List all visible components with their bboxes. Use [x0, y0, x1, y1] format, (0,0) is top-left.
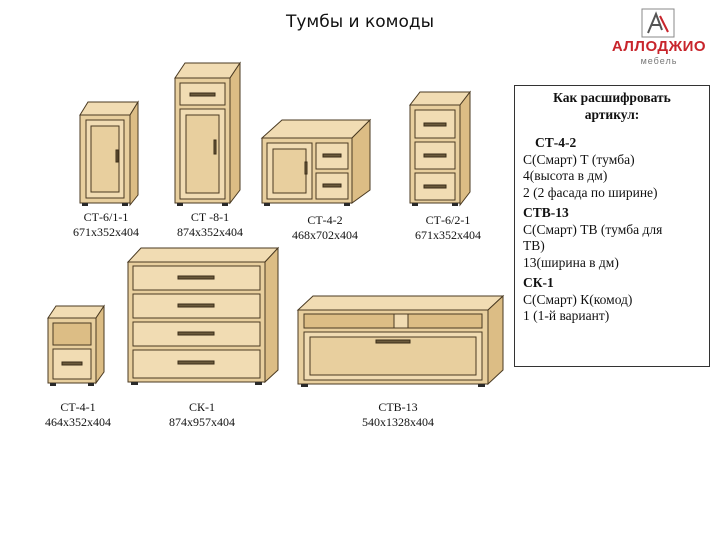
cabinet-st-8-1-icon	[174, 61, 241, 206]
product-name: СТВ-13	[378, 400, 418, 414]
product-caption: СК-1 874x957x404	[152, 400, 252, 430]
info-entry: СТВ-13 С(Смарт) ТВ (тумба для ТВ) 13(шир…	[515, 205, 709, 271]
product-size: 671x352x404	[73, 225, 139, 239]
product-caption: СТ -8-1 874x352x404	[160, 210, 260, 240]
cabinet-st-4-2-icon	[260, 118, 372, 206]
cabinet-st-4-1-icon	[47, 304, 105, 386]
product-size: 540x1328x404	[362, 415, 434, 429]
product-caption: СТ-6/1-1 671x352x404	[56, 210, 156, 240]
info-heading-line: артикул:	[584, 106, 640, 122]
product-caption: СТ-4-1 464x352x404	[28, 400, 128, 430]
brand-logo: АЛЛОДЖИО мебель	[598, 8, 718, 68]
info-entry: СТ-4-2 С(Смарт) Т (тумба) 4(высота в дм)…	[515, 135, 709, 201]
info-entry-code: СК-1	[523, 275, 554, 290]
product-caption: СТВ-13 540x1328x404	[348, 400, 448, 430]
page-title: Тумбы и комоды	[285, 12, 435, 32]
info-entry-line: С(Смарт) ТВ (тумба для	[523, 221, 663, 237]
article-decoding-box: Как расшифровать артикул: СТ-4-2 С(Смарт…	[514, 85, 710, 367]
logo-emblem-icon	[641, 8, 675, 38]
info-entry-line: 4(высота в дм)	[523, 168, 608, 183]
info-entry-line: 1 (1-й вариант)	[523, 308, 610, 323]
product-size: 874x957x404	[169, 415, 235, 429]
info-entry-line: С(Смарт) Т (тумба)	[523, 151, 635, 167]
logo-sub-text: мебель	[640, 56, 678, 66]
product-name: СТ-4-2	[307, 213, 343, 227]
product-name: СТ-6/2-1	[425, 213, 471, 227]
cabinet-st-6-2-1-icon	[408, 90, 472, 207]
product-name: СТ -8-1	[190, 210, 230, 224]
info-entry-line: 2 (2 фасада по ширине)	[523, 184, 658, 200]
product-size: 874x352x404	[177, 225, 243, 239]
product-name: СК-1	[188, 400, 215, 414]
info-heading: Как расшифровать артикул:	[515, 90, 709, 123]
product-name: СТ-4-1	[60, 400, 96, 414]
info-heading-line: Как расшифровать	[553, 90, 671, 105]
product-size: 464x352x404	[45, 415, 111, 429]
info-entry: СК-1 С(Смарт) К(комод) 1 (1-й вариант)	[515, 275, 709, 325]
info-entry-code: СТ-4-2	[535, 135, 577, 150]
product-name: СТ-6/1-1	[83, 210, 129, 224]
info-entry-line: ТВ)	[523, 238, 545, 253]
product-caption: СТ-6/2-1 671x352x404	[398, 213, 498, 243]
product-size: 671x352x404	[415, 228, 481, 242]
chest-sk-1-icon	[126, 246, 280, 385]
product-size: 468x702x404	[292, 228, 358, 242]
info-entry-line: 13(ширина в дм)	[523, 254, 619, 270]
tv-stand-stv-13-icon	[296, 294, 505, 387]
info-entry-code: СТВ-13	[523, 205, 569, 220]
cabinet-st-6-1-1-icon	[79, 100, 139, 207]
product-caption: СТ-4-2 468x702x404	[275, 213, 375, 243]
info-entry-line: С(Смарт) К(комод)	[523, 291, 633, 307]
logo-brand-text: АЛЛОДЖИО	[611, 38, 707, 55]
